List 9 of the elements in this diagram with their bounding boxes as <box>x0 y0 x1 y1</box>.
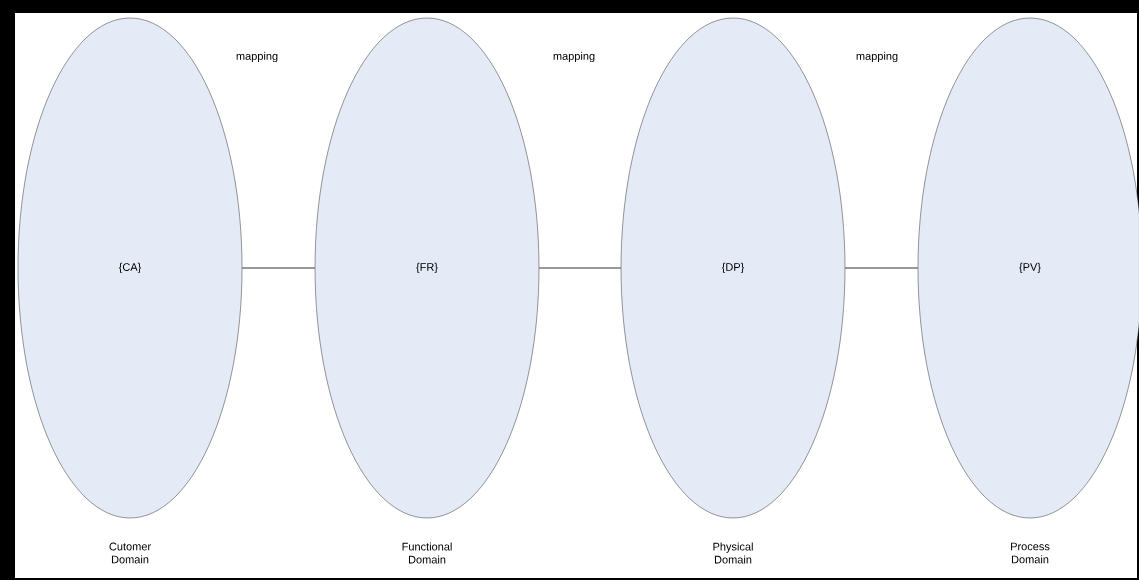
connector-line <box>538 267 622 269</box>
domain-caption: Cutomer Domain <box>109 542 151 564</box>
mapping-label: mapping <box>856 51 898 63</box>
domain-caption: Functional Domain <box>402 542 452 564</box>
connector-line <box>844 267 919 269</box>
domain-caption: Process Domain <box>1011 542 1050 564</box>
mapping-label: mapping <box>553 51 595 63</box>
connector-line <box>241 267 316 269</box>
domain-caption: Physical Domain <box>713 542 753 564</box>
